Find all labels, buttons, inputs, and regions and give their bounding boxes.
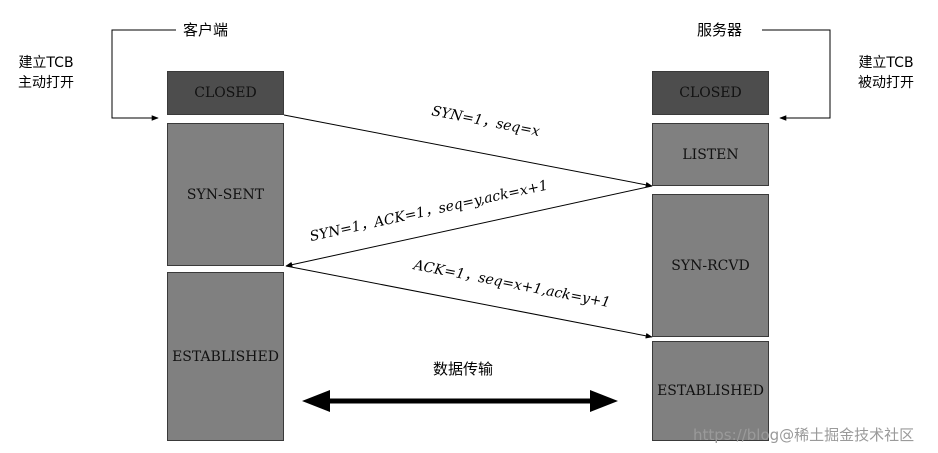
server-side-label-line1: 建立TCB [858, 55, 914, 71]
client-side-label-line1: 建立TCB [18, 55, 74, 71]
watermark-text: https://blog@稀土掘金技术社区 [693, 426, 915, 444]
data-transfer-double-arrow [302, 390, 618, 412]
syn-arrow [283, 114, 653, 188]
client-title: 客户端 [183, 21, 229, 39]
syn-ack-arrow [285, 185, 653, 268]
server-state-syn-rcvd: SYN-RCVD [652, 194, 769, 337]
client-side-label: 建立TCB 主动打开 [18, 53, 74, 93]
server-side-label: 建立TCB 被动打开 [858, 53, 914, 93]
client-state-established: ESTABLISHED [167, 272, 284, 441]
server-side-label-line2: 被动打开 [858, 75, 914, 91]
client-bracket-line [111, 29, 176, 121]
server-title: 服务器 [697, 21, 743, 39]
server-state-listen: LISTEN [652, 123, 769, 186]
data-transfer-label: 数据传输 [433, 360, 494, 378]
server-state-established: ESTABLISHED [652, 341, 769, 441]
server-state-closed: CLOSED [652, 71, 769, 115]
ack-arrow [285, 265, 653, 339]
client-side-label-line2: 主动打开 [18, 75, 74, 91]
client-state-syn-sent: SYN-SENT [167, 123, 284, 266]
server-bracket-line [762, 29, 831, 121]
client-state-closed: CLOSED [167, 71, 284, 115]
